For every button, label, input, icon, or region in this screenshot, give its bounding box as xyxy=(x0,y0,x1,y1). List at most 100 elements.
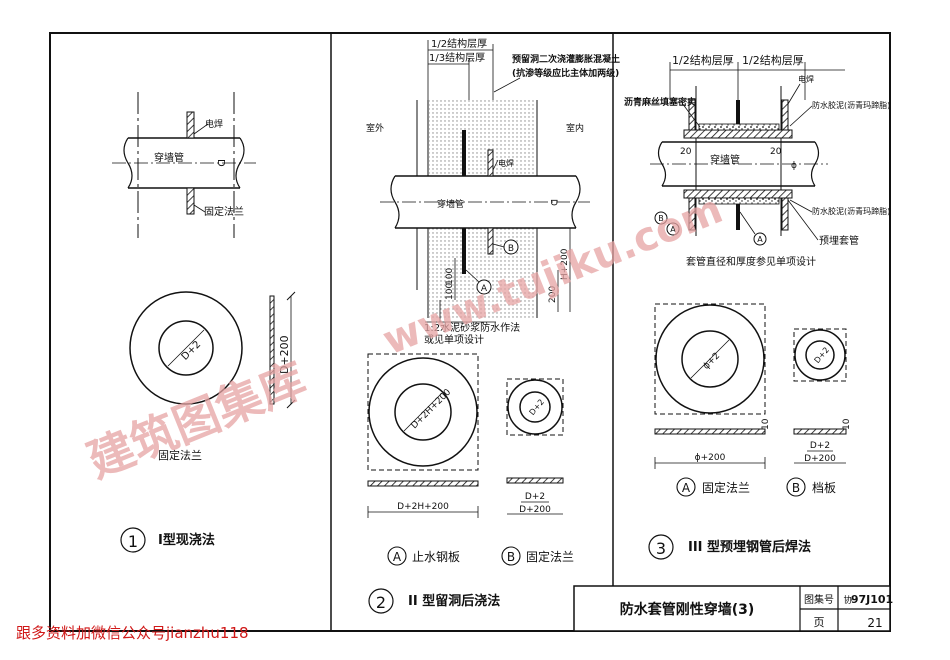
dim-100b: 100 xyxy=(445,283,455,300)
detail-title: III 型预埋钢管后焊法 xyxy=(688,539,811,555)
phi-label: ϕ xyxy=(791,161,797,171)
dim-200: 200 xyxy=(548,286,558,303)
outside-label: 室外 xyxy=(366,122,384,134)
concrete-fill-bottom xyxy=(429,228,536,318)
dim-20b: 20 xyxy=(770,147,782,157)
asphalt-label: 沥青麻丝填塞密实 xyxy=(624,96,696,108)
mark-a-circle xyxy=(476,279,492,295)
pipe-label: 穿墙管 xyxy=(154,151,184,164)
detail-number-circle xyxy=(368,588,394,614)
baffle-section xyxy=(793,428,847,435)
diameter-label: D xyxy=(548,199,558,206)
mortar-note-1: 1:2水泥砂浆防水作法 xyxy=(424,321,520,334)
ring-diameter-line xyxy=(167,329,205,367)
flange-outline xyxy=(654,303,766,415)
baffle-width-2: D+200 xyxy=(804,454,836,464)
dim-half-label: 1/2结构层厚 xyxy=(431,37,487,50)
stop-plate-top xyxy=(736,100,740,124)
weld-label: 电焊 xyxy=(498,158,514,168)
baffle-outline xyxy=(793,328,847,382)
caption-a-mark: A xyxy=(682,481,691,495)
mark-a: A xyxy=(481,284,488,294)
pipe-label: 穿墙管 xyxy=(710,153,740,166)
detail-title: II 型留洞后浇法 xyxy=(408,593,500,609)
flange-thickness: 10 xyxy=(761,418,771,430)
mark-a-2: A xyxy=(757,235,763,244)
detail-number: 2 xyxy=(376,593,386,612)
plate-a-width: D+2H+200 xyxy=(397,502,449,512)
caulk-top-label: 防水胶泥(沥青玛蹄脂) xyxy=(812,100,890,110)
page-label: 页 xyxy=(814,616,825,629)
pipe-outline xyxy=(395,175,576,229)
plate-b-inner xyxy=(519,391,551,423)
flange-bottom xyxy=(186,187,195,215)
water-stop-plate-bottom xyxy=(462,228,466,274)
caption-b: 固定法兰 xyxy=(526,549,574,564)
dim-half-left: 1/2结构层厚 xyxy=(672,53,734,67)
dim-20a: 20 xyxy=(680,147,692,157)
detail-number: 1 xyxy=(128,532,138,551)
plate-b-section xyxy=(506,477,564,484)
water-stop-plate-top xyxy=(462,130,466,176)
plate-b-width-1: D+2 xyxy=(525,492,545,502)
detail-number: 3 xyxy=(656,539,666,558)
caption-a: 固定法兰 xyxy=(702,480,750,495)
baffle-inner xyxy=(805,340,835,370)
plate-b-width-2: D+200 xyxy=(519,505,551,515)
casing-label: 预埋套管 xyxy=(819,234,859,247)
title-block: 防水套管刚性穿墙(3) 图集号 协 97J101 页 21 xyxy=(573,585,893,632)
inside-label: 室内 xyxy=(566,122,584,134)
caption-b-mark: B xyxy=(792,481,800,495)
ring-caption: 固定法兰 xyxy=(158,448,202,462)
pipe-outline xyxy=(662,141,815,187)
dim-h200: H+200 xyxy=(560,248,570,280)
flange-width: ϕ+200 xyxy=(695,453,726,463)
baffle-thickness: 10 xyxy=(842,418,852,430)
flange-left-bottom xyxy=(688,197,696,231)
atlas-label: 图集号 xyxy=(804,593,834,606)
caption-b: 档板 xyxy=(812,481,836,495)
atlas-prefix: 协 xyxy=(843,594,852,606)
flange-leader xyxy=(193,204,206,213)
fixed-flange-bottom xyxy=(487,227,494,255)
pipe-outline xyxy=(128,137,240,189)
footer-note: 跟多资料加微信公众号jianzhu118 xyxy=(16,624,249,642)
weld-label: 电焊 xyxy=(205,118,223,130)
panel-2: 1/2结构层厚 1/3结构层厚 预留洞二次浇灌膨胀混凝土 (抗渗等级应比主体加两… xyxy=(366,37,620,614)
plate-a-section xyxy=(367,480,479,487)
wall-section xyxy=(416,100,538,318)
caption-b-mark: B xyxy=(507,550,515,564)
grout-leader xyxy=(493,77,521,93)
flange-top xyxy=(186,111,195,139)
detail-title: I型现浇法 xyxy=(158,532,215,548)
grout-note-2: (抗渗等级应比主体加两级) xyxy=(512,67,619,79)
asphalt-top xyxy=(698,123,780,131)
caption-a: 止水钢板 xyxy=(412,550,460,564)
pipe-label: 穿墙管 xyxy=(437,198,464,210)
panel-1: 穿墙管 D 电焊 固定法兰 D+2 D+200 固定法兰 1 I型现浇法 xyxy=(112,92,296,553)
concrete-fill-top xyxy=(429,100,536,176)
flange-right-top xyxy=(781,99,789,131)
mortar-note-2: 或见单项设计 xyxy=(424,333,484,346)
panel-3: 1/2结构层厚 1/2结构层厚 穿墙管 20 20 ϕ 电焊 沥青麻丝填塞密实 … xyxy=(624,53,890,560)
dim-100a: 100 xyxy=(445,268,455,285)
plate-b-outline xyxy=(506,378,564,436)
caption-a-mark: A xyxy=(393,550,402,564)
detail-number-circle xyxy=(120,527,146,553)
dim-third-label: 1/3结构层厚 xyxy=(429,51,485,64)
sheet-border xyxy=(49,32,891,632)
caulk-bottom-label: 防水胶泥(沥青玛蹄脂) xyxy=(812,206,890,216)
ring-section xyxy=(269,295,275,405)
casing-top xyxy=(683,129,793,139)
flange-label: 固定法兰 xyxy=(204,205,244,218)
ring-outer-label: D+200 xyxy=(278,335,291,374)
baffle-width-1: D+2 xyxy=(810,441,830,451)
wall-dash-lines xyxy=(137,92,235,238)
mark-b: B xyxy=(508,244,514,254)
flange-left-top xyxy=(688,99,696,131)
fixed-flange-top xyxy=(487,149,494,177)
weld-label: 电焊 xyxy=(798,74,814,84)
casing-note: 套管直径和厚度参见单项设计 xyxy=(686,255,816,268)
diameter-label: D xyxy=(215,159,226,167)
